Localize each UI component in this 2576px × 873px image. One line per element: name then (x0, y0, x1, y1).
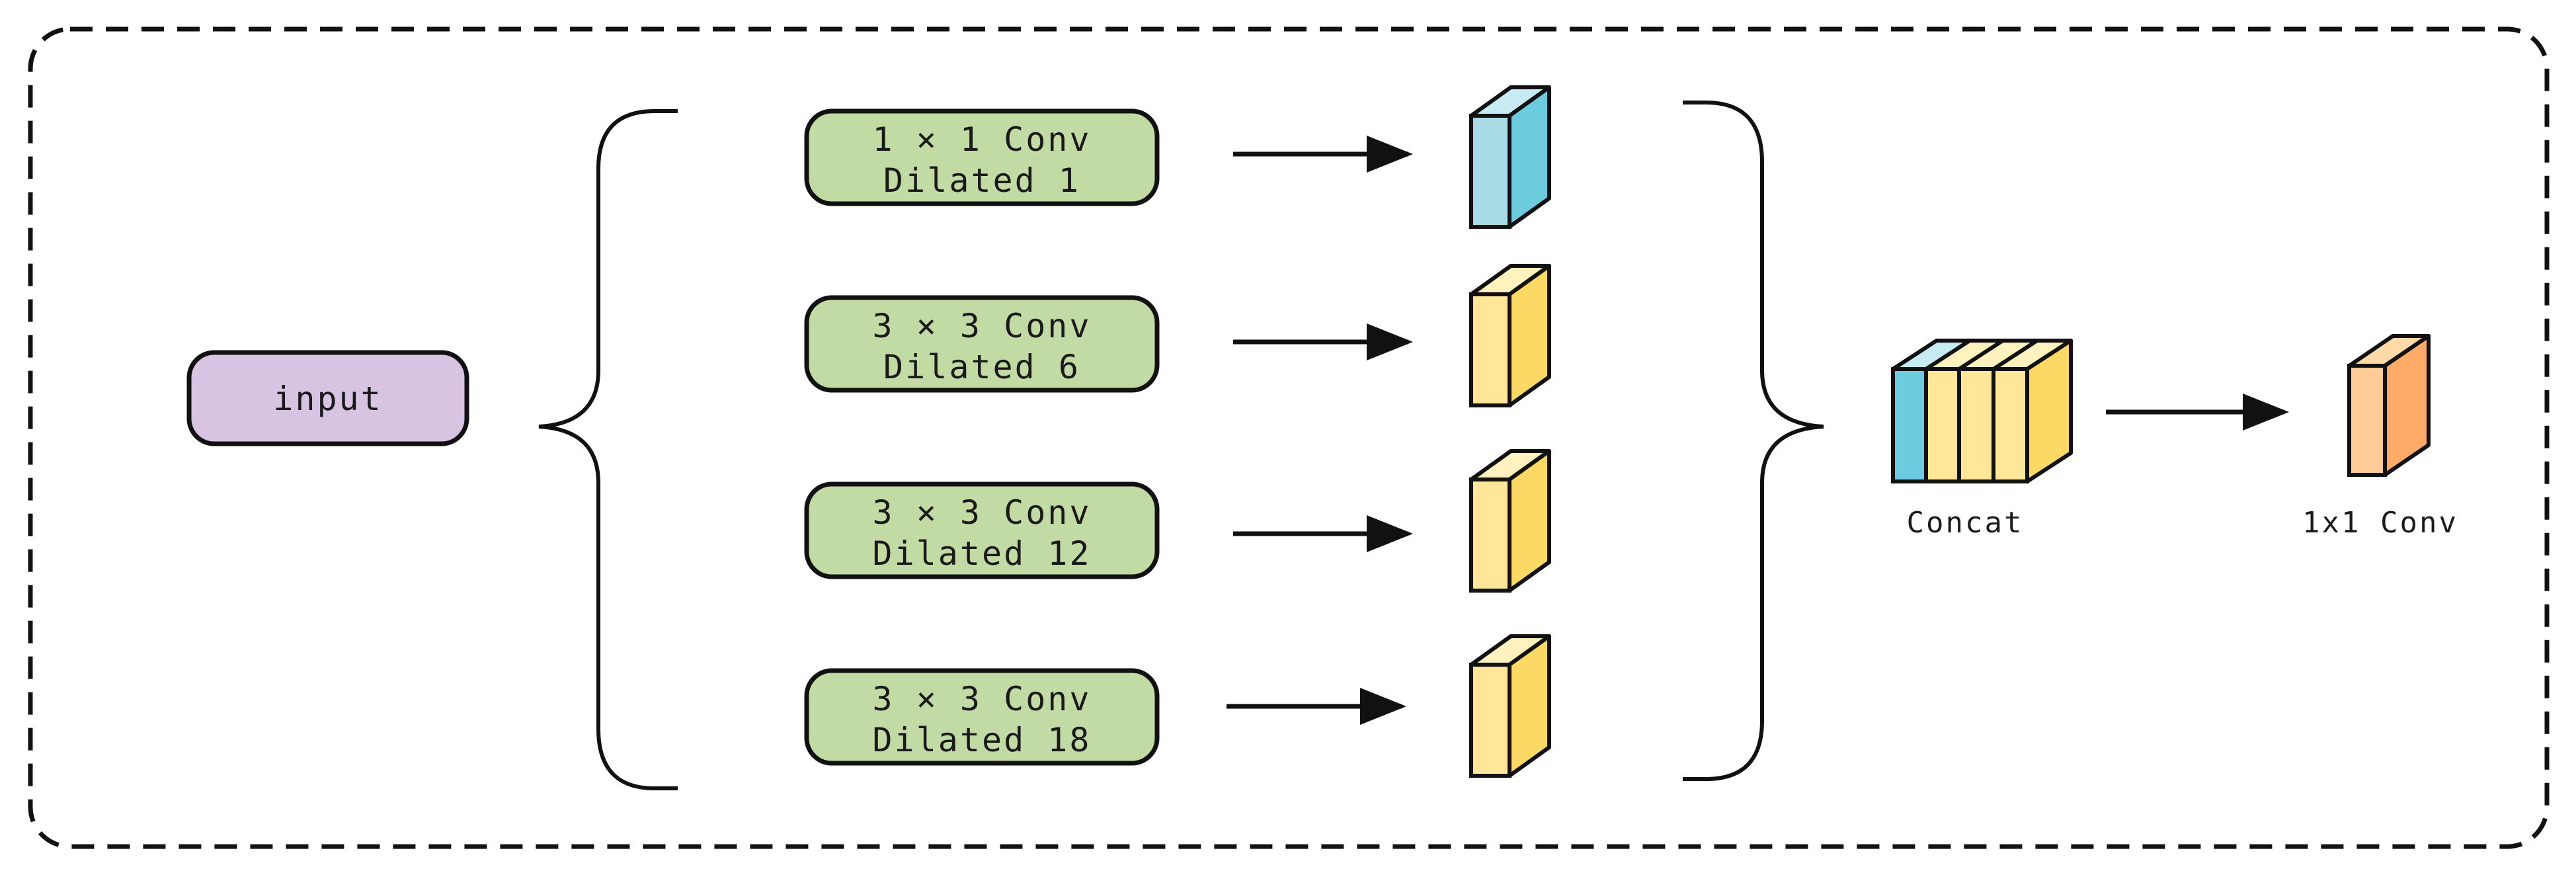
right-brace (1683, 101, 1824, 781)
input-box (186, 350, 469, 446)
conv-box-4 (804, 668, 1160, 766)
branch-1: 1 × 1 Conv Dilated 1 (804, 85, 1551, 229)
branch-4: 3 × 3 Conv Dilated 18 (804, 634, 1551, 778)
feature-map-4 (1469, 634, 1551, 778)
conv-box-4-line2: Dilated 18 (872, 721, 1091, 759)
conv-box-4-line1: 3 × 3 Conv (872, 680, 1091, 718)
conv-box-2-line2: Dilated 6 (883, 348, 1080, 386)
feature-map-1 (1469, 85, 1551, 229)
output-feature-map (2347, 334, 2431, 477)
concat-label: Concat (1907, 506, 2024, 540)
conv-box-1-line2: Dilated 1 (883, 161, 1080, 200)
conv-box-1 (804, 108, 1160, 206)
feature-map-3 (1469, 449, 1551, 593)
output-label: 1x1 Conv (2302, 506, 2458, 540)
conv-box-3-line2: Dilated 12 (872, 534, 1091, 573)
conv-box-2 (804, 295, 1160, 393)
branch-2: 3 × 3 Conv Dilated 6 (804, 264, 1551, 407)
conv-box-3 (804, 481, 1160, 579)
input-label: input (273, 380, 383, 418)
conv-box-2-line1: 3 × 3 Conv (872, 307, 1091, 345)
conv-box-1-line1: 1 × 1 Conv (872, 120, 1091, 159)
dashed-frame (28, 26, 2550, 849)
left-brace (538, 109, 678, 790)
feature-map-2 (1469, 264, 1551, 407)
conv-box-3-line1: 3 × 3 Conv (872, 493, 1091, 532)
branch-3: 3 × 3 Conv Dilated 12 (804, 449, 1551, 593)
concat-block (1891, 339, 2073, 483)
